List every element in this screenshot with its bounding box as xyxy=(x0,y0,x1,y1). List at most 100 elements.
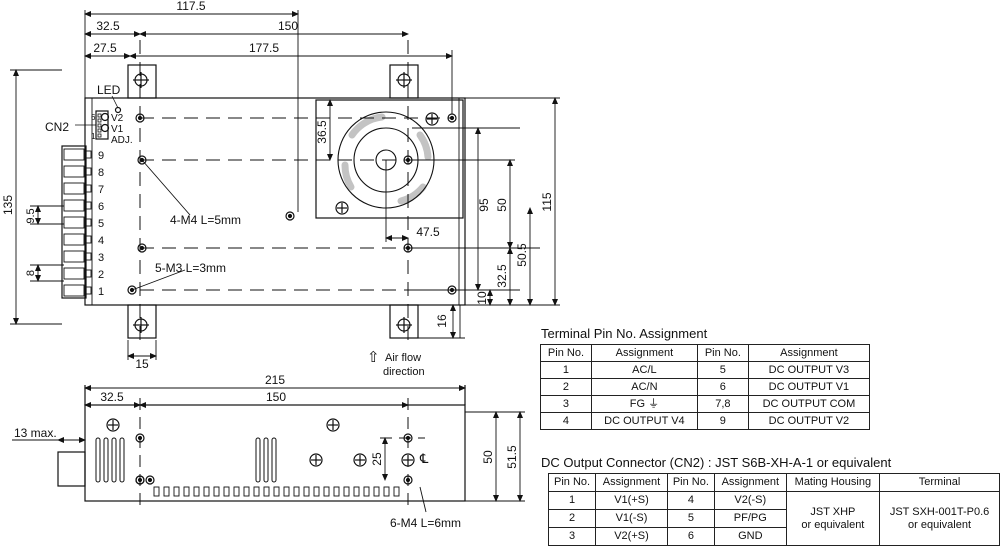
side-view xyxy=(12,385,525,513)
terminal-screws xyxy=(63,148,92,297)
terminal-num: 2 xyxy=(98,269,104,281)
dim-95: 95 xyxy=(477,198,491,212)
terminal-num: 1 xyxy=(98,286,104,298)
dim-177-5: 177.5 xyxy=(249,41,279,55)
mating-housing-cell: JST XHP or equivalent xyxy=(785,491,881,546)
dim-9-5: 9.5 xyxy=(25,208,37,223)
v1-label: V1 xyxy=(111,124,124,135)
dim-150: 150 xyxy=(278,19,298,33)
side-terminal-block xyxy=(57,451,86,487)
table-row: 1 V1(+S) 4 V2(-S) JST XHP or equivalent … xyxy=(547,491,1000,546)
dim-135: 135 xyxy=(1,195,15,215)
hole-m3-label: 5-M3 L=3mm xyxy=(155,261,226,275)
dim-32-5-side: 32.5 xyxy=(100,390,124,404)
cn2-pin6-label: 6 xyxy=(91,113,96,122)
dim-115: 115 xyxy=(540,192,554,211)
table-header: Assignment xyxy=(595,473,668,492)
terminal-block xyxy=(61,145,87,299)
centerline-icon: ℄ xyxy=(419,451,429,466)
dim-117-5: 117.5 xyxy=(176,0,205,13)
connector-table-title: DC Output Connector (CN2) : JST S6B-XH-A… xyxy=(541,455,892,470)
table-header: Mating Housing xyxy=(785,473,881,492)
table-row: 3 FG ⏚ 7,8 DC OUTPUT COM xyxy=(540,395,871,413)
led-icon xyxy=(114,106,122,114)
dim-50: 50 xyxy=(495,198,509,212)
table-cell: 5 xyxy=(696,361,749,379)
table-cell: DC OUTPUT COM xyxy=(747,395,871,413)
mating-housing-line: or equivalent xyxy=(801,518,865,531)
adj-label: ADJ. xyxy=(111,135,133,146)
terminal-num: 9 xyxy=(98,150,104,162)
connector-table: Pin No. Assignment Pin No. Assignment Ma… xyxy=(547,473,1000,546)
cn2-pin1-label: 1 xyxy=(91,132,96,141)
table-cell: 1 xyxy=(540,361,592,379)
mount-tab xyxy=(127,304,157,339)
table-header-row: Pin No. Assignment Pin No. Assignment xyxy=(540,344,871,362)
mating-housing-line: JST XHP xyxy=(810,506,856,519)
table-cell: 2 xyxy=(540,378,592,396)
table-header: Pin No. xyxy=(666,473,715,492)
table-row: 3 V2(+S) 6 GND xyxy=(547,527,1000,546)
table-cell: AC/N xyxy=(590,378,698,396)
terminal-cell: JST SXH-001T-P0.6 or equivalent xyxy=(879,491,1000,546)
dim-8: 8 xyxy=(25,270,37,276)
table-cell: 6 xyxy=(696,378,749,396)
table-row: 4 DC OUTPUT V4 9 DC OUTPUT V2 xyxy=(540,412,871,430)
table-cell: DC OUTPUT V1 xyxy=(747,378,871,396)
v2-label: V2 xyxy=(111,113,124,124)
table-cell: PF/PG xyxy=(713,509,787,528)
dim-25: 25 xyxy=(370,452,384,466)
dim-51-5: 51.5 xyxy=(505,445,519,469)
table-cell: 7,8 xyxy=(696,395,749,413)
terminal-num: 5 xyxy=(98,218,104,230)
dim-50-5: 50.5 xyxy=(515,243,529,267)
mount-tab xyxy=(389,304,419,339)
table-cell: DC OUTPUT V4 xyxy=(590,412,698,430)
table-cell: 3 xyxy=(540,395,592,413)
table-cell: 4 xyxy=(540,412,592,430)
terminal-table-title: Terminal Pin No. Assignment xyxy=(541,326,708,341)
dim-32-5-right: 32.5 xyxy=(495,264,509,288)
mount-tab xyxy=(127,64,157,99)
table-cell: 1 xyxy=(547,491,597,510)
airflow-label: direction xyxy=(383,366,425,378)
table-header: Pin No. xyxy=(547,473,597,492)
trim-pot-icon xyxy=(100,112,110,122)
table-cell: 2 xyxy=(547,509,597,528)
table-header: Pin No. xyxy=(696,344,749,362)
table-header: Assignment xyxy=(590,344,698,362)
table-cell: V2(+S) xyxy=(595,527,668,546)
chassis-outline xyxy=(84,97,466,306)
terminal-num: 3 xyxy=(98,252,104,264)
table-header: Assignment xyxy=(713,473,787,492)
bottom-vents xyxy=(153,486,400,497)
mount-tab xyxy=(389,64,419,99)
dim-10: 10 xyxy=(475,291,489,305)
tab-hole-icon xyxy=(133,72,412,333)
table-cell: DC OUTPUT V3 xyxy=(747,361,871,379)
airflow-arrow-icon: ⇧ xyxy=(367,349,380,366)
mount-hole-icon xyxy=(127,113,457,295)
table-cell: V2(-S) xyxy=(713,491,787,510)
table-header: Pin No. xyxy=(540,344,592,362)
fan-area xyxy=(315,99,464,219)
dim-36-5: 36.5 xyxy=(315,120,329,144)
terminal-line: or equivalent xyxy=(908,518,972,531)
dim-13-max: 13 max. xyxy=(14,426,57,440)
terminal-num: 4 xyxy=(98,235,104,247)
terminal-num: 8 xyxy=(98,167,104,179)
table-cell: 6 xyxy=(666,527,715,546)
table-row: 1 AC/L 5 DC OUTPUT V3 xyxy=(540,361,871,379)
dim-50-side: 50 xyxy=(481,450,495,464)
dim-47-5: 47.5 xyxy=(416,225,440,239)
trim-pot-icon xyxy=(100,123,110,133)
table-cell: AC/L xyxy=(590,361,698,379)
table-cell: DC OUTPUT V2 xyxy=(747,412,871,430)
table-cell: 9 xyxy=(696,412,749,430)
table-cell: V1(+S) xyxy=(595,491,668,510)
table-cell: 3 xyxy=(547,527,597,546)
dim-150-side: 150 xyxy=(266,390,286,404)
table-header-row: Pin No. Assignment Pin No. Assignment Ma… xyxy=(547,473,1000,492)
table-header: Assignment xyxy=(747,344,871,362)
